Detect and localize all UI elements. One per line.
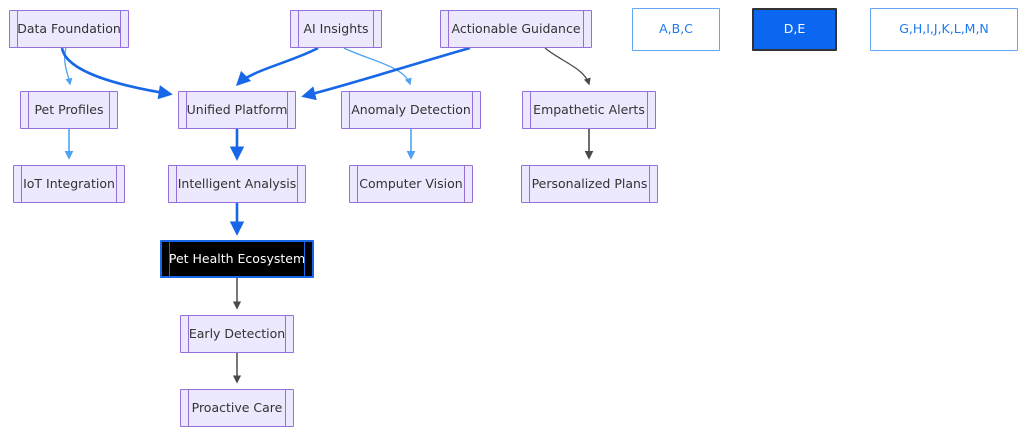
node-label: Personalized Plans bbox=[531, 175, 648, 191]
node-label: Early Detection bbox=[188, 325, 286, 341]
node-iot-integration[interactable]: IoT Integration bbox=[13, 165, 125, 203]
node-label: Data Foundation bbox=[17, 20, 121, 36]
legend-box-abc[interactable]: A,B,C bbox=[632, 8, 720, 51]
node-label: Pet Health Ecosystem bbox=[168, 250, 306, 266]
node-anomaly-detection[interactable]: Anomaly Detection bbox=[341, 91, 481, 129]
node-intelligent-analysis[interactable]: Intelligent Analysis bbox=[168, 165, 306, 203]
legend-label: G,H,I,J,K,L,M,N bbox=[899, 21, 989, 37]
node-label: Unified Platform bbox=[186, 101, 288, 117]
node-label: Proactive Care bbox=[191, 399, 283, 415]
node-computer-vision[interactable]: Computer Vision bbox=[349, 165, 473, 203]
legend-label: A,B,C bbox=[659, 21, 693, 37]
node-pet-profiles[interactable]: Pet Profiles bbox=[20, 91, 118, 129]
node-label: Actionable Guidance bbox=[451, 20, 581, 36]
node-data-foundation[interactable]: Data Foundation bbox=[9, 10, 129, 48]
node-label: Empathetic Alerts bbox=[533, 101, 645, 117]
node-unified-platform[interactable]: Unified Platform bbox=[178, 91, 296, 129]
node-label: Pet Profiles bbox=[34, 101, 104, 117]
node-label: Intelligent Analysis bbox=[177, 175, 297, 191]
node-pet-health-ecosystem[interactable]: Pet Health Ecosystem bbox=[160, 240, 314, 278]
node-proactive-care[interactable]: Proactive Care bbox=[180, 389, 294, 427]
node-label: AI Insights bbox=[303, 20, 369, 36]
node-early-detection[interactable]: Early Detection bbox=[180, 315, 294, 353]
legend-label: D,E bbox=[783, 21, 806, 37]
node-ai-insights[interactable]: AI Insights bbox=[290, 10, 382, 48]
legend-box-ghijklmn[interactable]: G,H,I,J,K,L,M,N bbox=[870, 8, 1018, 51]
node-actionable-guidance[interactable]: Actionable Guidance bbox=[440, 10, 592, 48]
node-label: Anomaly Detection bbox=[351, 101, 471, 117]
legend-box-de[interactable]: D,E bbox=[752, 8, 837, 51]
node-label: Computer Vision bbox=[359, 175, 463, 191]
node-empathetic-alerts[interactable]: Empathetic Alerts bbox=[522, 91, 656, 129]
node-label: IoT Integration bbox=[23, 175, 115, 191]
node-personalized-plans[interactable]: Personalized Plans bbox=[521, 165, 658, 203]
